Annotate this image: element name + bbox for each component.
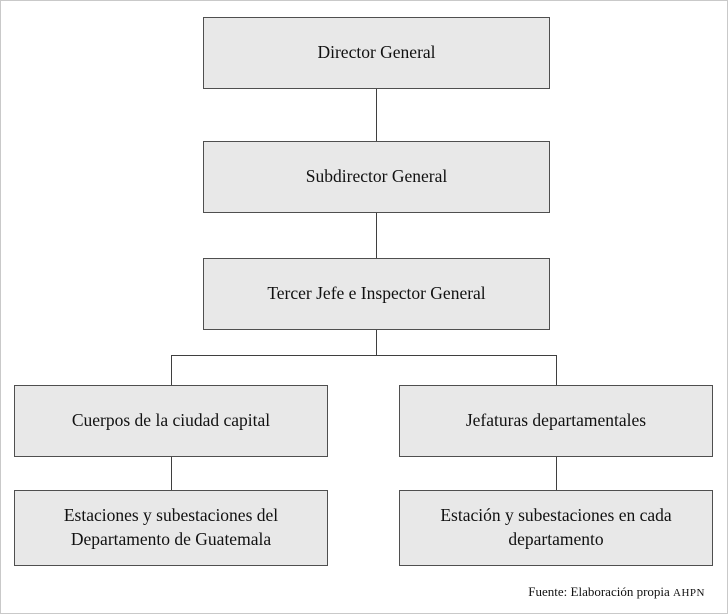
connector-jefaturas-estacion (556, 457, 557, 490)
connector-director-subdirector (376, 89, 377, 141)
connector-branch-left-drop (171, 355, 172, 386)
node-director-general: Director General (203, 17, 550, 89)
connector-subdirector-tercerjefe (376, 213, 377, 258)
node-subdirector-general-label: Subdirector General (305, 166, 448, 187)
node-jefaturas-departamentales: Jefaturas departamentales (399, 385, 713, 457)
node-estacion-departamento-label: Estación y subestaciones en cada departa… (440, 505, 672, 549)
node-subdirector-general: Subdirector General (203, 141, 550, 213)
node-tercer-jefe-inspector-label: Tercer Jefe e Inspector General (267, 283, 486, 304)
connector-branch-horizontal (171, 355, 557, 356)
node-tercer-jefe-inspector: Tercer Jefe e Inspector General (203, 258, 550, 330)
node-estaciones-guatemala-label: Estaciones y subestaciones del Departame… (63, 505, 279, 549)
node-estaciones-guatemala: Estaciones y subestaciones del Departame… (14, 490, 328, 566)
node-cuerpos-ciudad-capital: Cuerpos de la ciudad capital (14, 385, 328, 457)
source-note-text: Fuente: Elaboración propia (528, 584, 670, 599)
connector-tercerjefe-branch-stem (376, 330, 377, 356)
node-director-general-label: Director General (317, 42, 436, 63)
source-note-org: AHPN (673, 587, 705, 599)
node-jefaturas-departamentales-label: Jefaturas departamentales (465, 410, 647, 431)
node-estacion-departamento: Estación y subestaciones en cada departa… (399, 490, 713, 566)
connector-branch-right-drop (556, 355, 557, 386)
source-note: Fuente: Elaboración propia AHPN (528, 584, 705, 600)
connector-cuerpos-estaciones (171, 457, 172, 490)
node-cuerpos-ciudad-capital-label: Cuerpos de la ciudad capital (71, 410, 271, 431)
